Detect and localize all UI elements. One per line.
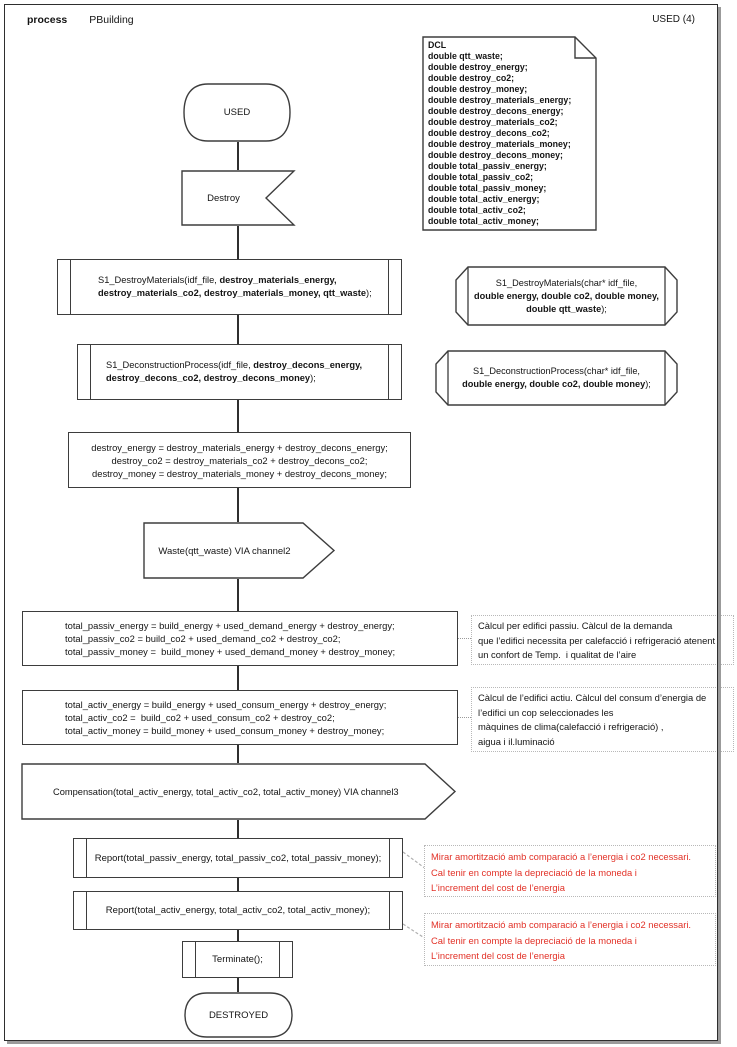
diagram-header: process PBuilding — [27, 14, 134, 26]
procedure-call-report-activ[interactable]: Report(total_activ_energy, total_activ_c… — [73, 891, 403, 930]
comment-report-activ[interactable]: Mirar amortització amb comparació a l’en… — [424, 913, 716, 966]
call-text-segment: destroy_decons_co2, destroy_decons_money — [106, 373, 311, 383]
comment-report-passiv[interactable]: Mirar amortització amb comparació a l’en… — [424, 845, 716, 897]
procedure-bar-left — [86, 892, 88, 929]
procedure-bar-right — [387, 345, 389, 399]
input-label: Destroy — [207, 192, 240, 204]
procedure-bar-left — [70, 260, 72, 314]
connector — [237, 878, 239, 891]
call-text-segment: ); — [366, 288, 372, 298]
procedure-call-text: S1_DeconstructionProcess(idf_file, destr… — [78, 345, 401, 399]
task-text: total_passiv_energy = build_energy + use… — [65, 620, 396, 657]
connector — [237, 226, 239, 259]
procedure-bar-right — [388, 892, 390, 929]
state-shape — [184, 992, 293, 1038]
decl-text-segment: double energy, double co2, double money, — [474, 290, 659, 301]
comment-passiv[interactable]: Càlcul per edifici passiu. Càlcul de la … — [471, 615, 734, 665]
process-name: PBuilding — [89, 14, 134, 26]
procedure-call-destroy-materials[interactable]: S1_DestroyMaterials(idf_file, destroy_ma… — [57, 259, 402, 315]
output-signal-shape — [21, 763, 457, 820]
state-label: USED — [223, 107, 251, 118]
decl-text-segment: S1_DeconstructionProcess(char* idf_file, — [473, 366, 640, 376]
call-text-segment: S1_DestroyMaterials(idf_file, — [98, 275, 220, 285]
state-used[interactable]: USED — [181, 83, 293, 142]
procedure-call-text: Terminate(); — [212, 954, 263, 965]
task-destroy-sum[interactable]: destroy_energy = destroy_materials_energ… — [68, 432, 411, 488]
decl-text-segment: double energy, double co2, double money — [462, 379, 646, 389]
call-text-segment: destroy_materials_energy, — [219, 275, 337, 285]
process-keyword: process — [27, 14, 68, 26]
state-label: DESTROYED — [208, 1009, 269, 1021]
procedure-decl-destroy-materials[interactable]: S1_DestroyMaterials(char* idf_file, doub… — [454, 266, 679, 326]
procedure-call-report-passiv[interactable]: Report(total_passiv_energy, total_passiv… — [73, 838, 403, 878]
connector — [237, 142, 239, 170]
output-label: Compensation(total_activ_energy, total_a… — [53, 786, 399, 797]
comment-connector — [458, 638, 471, 639]
note-shape — [422, 36, 597, 231]
comment-connector — [402, 923, 427, 940]
output-signal-shape — [143, 522, 336, 579]
input-signal-shape — [181, 170, 296, 226]
task-total-passiv[interactable]: total_passiv_energy = build_energy + use… — [22, 611, 458, 666]
output-label: Waste(qtt_waste) VIA channel2 — [158, 545, 291, 557]
procedure-decl-shape — [435, 350, 678, 406]
procedure-call-terminate[interactable]: Terminate(); — [182, 941, 293, 978]
connector — [237, 978, 239, 992]
decl-text-segment: S1_DestroyMaterials(char* idf_file, — [495, 277, 638, 288]
page-reference: USED (4) — [652, 14, 695, 25]
connector — [237, 400, 239, 432]
connector — [237, 820, 239, 838]
decl-text-segment: ); — [645, 379, 651, 389]
output-waste[interactable]: Waste(qtt_waste) VIA channel2 — [143, 522, 336, 580]
connector — [237, 488, 239, 522]
dcl-text: DCL double qtt_waste; double destroy_ene… — [428, 40, 572, 226]
procedure-bar-right — [278, 942, 280, 977]
task-text: total_activ_energy = build_energy + used… — [65, 699, 387, 736]
procedure-call-text: Report(total_passiv_energy, total_passiv… — [94, 852, 382, 864]
procedure-bar-right — [388, 839, 390, 877]
procedure-bar-left — [195, 942, 197, 977]
call-text-segment: destroy_decons_energy, — [253, 360, 363, 370]
procedure-decl-shape — [455, 266, 678, 326]
connector — [237, 745, 239, 763]
connector — [237, 666, 239, 690]
output-compensation[interactable]: Compensation(total_activ_energy, total_a… — [21, 763, 457, 821]
connector — [237, 930, 239, 941]
procedure-call-deconstruction[interactable]: S1_DeconstructionProcess(idf_file, destr… — [77, 344, 402, 400]
comment-activ[interactable]: Càlcul de l’edifici actiu. Càlcul del co… — [471, 687, 734, 752]
procedure-bar-left — [90, 345, 92, 399]
task-total-activ[interactable]: total_activ_energy = build_energy + used… — [22, 690, 458, 745]
connector — [237, 315, 239, 344]
state-destroyed[interactable]: DESTROYED — [181, 992, 296, 1038]
connector — [237, 579, 239, 611]
procedure-decl-text: S1_DestroyMaterials(char* idf_file, doub… — [454, 266, 679, 326]
state-shape — [183, 83, 291, 142]
call-text-segment: ); — [310, 373, 316, 383]
procedure-decl-text: S1_DeconstructionProcess(char* idf_file,… — [434, 350, 679, 406]
comment-connector — [458, 717, 471, 718]
input-destroy[interactable]: Destroy — [181, 170, 296, 226]
procedure-call-text: Report(total_activ_energy, total_activ_c… — [105, 905, 371, 916]
call-text-segment: destroy_materials_co2, destroy_materials… — [98, 288, 367, 298]
procedure-call-text: S1_DestroyMaterials(idf_file, destroy_ma… — [58, 260, 401, 314]
decl-text-segment: ); — [601, 303, 607, 314]
procedure-bar-left — [86, 839, 88, 877]
task-text: destroy_energy = destroy_materials_energ… — [91, 441, 388, 479]
decl-text-segment: double qtt_waste — [526, 303, 602, 314]
call-text-segment: S1_DeconstructionProcess(idf_file, — [106, 360, 254, 370]
dcl-declarations-note[interactable]: DCL double qtt_waste; double destroy_ene… — [422, 36, 598, 232]
procedure-bar-right — [387, 260, 389, 314]
procedure-decl-deconstruction[interactable]: S1_DeconstructionProcess(char* idf_file,… — [434, 350, 679, 406]
